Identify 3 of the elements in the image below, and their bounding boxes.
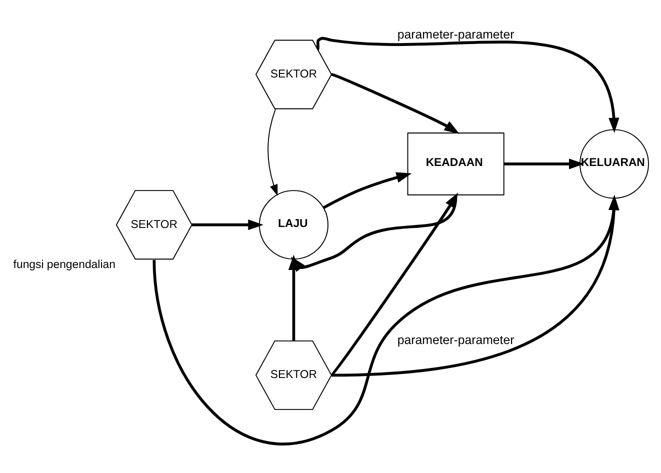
node-label: fungsi pengendalian bbox=[13, 259, 116, 272]
edge-label: parameter-parameter bbox=[397, 333, 514, 348]
edge-label: parameter-parameter bbox=[397, 28, 514, 42]
